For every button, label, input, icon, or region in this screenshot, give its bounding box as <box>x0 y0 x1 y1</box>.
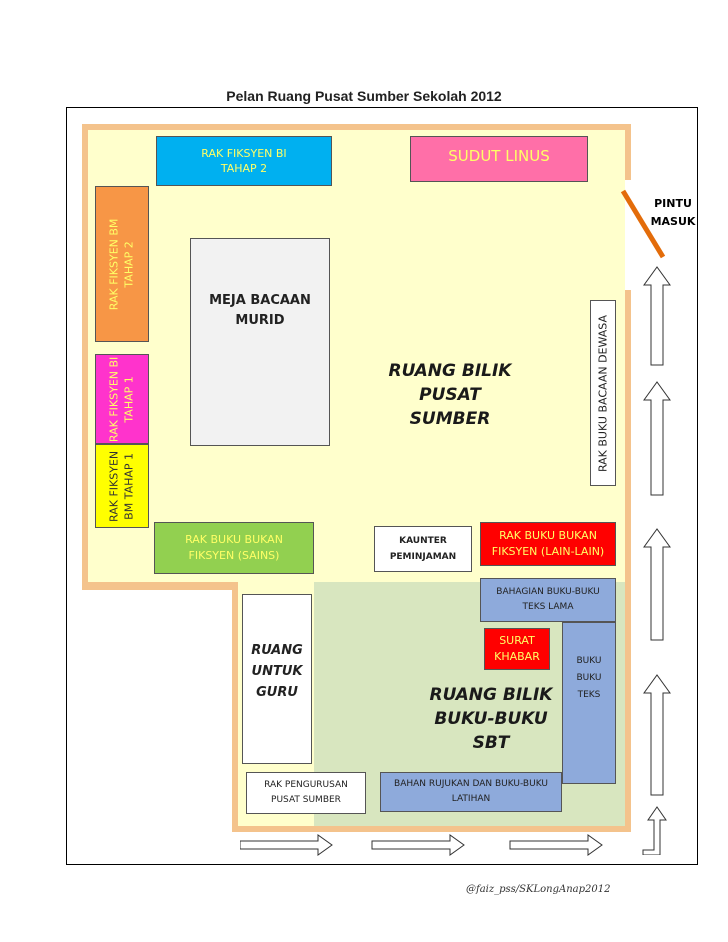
rak-fiksyen-bm-tahap1-label: RAK FIKSYEN BM TAHAP 1 <box>107 450 136 522</box>
rak-fiksyen-bm-tahap2-label: RAK FIKSYEN BM TAHAP 2 <box>107 218 136 310</box>
main-room-area <box>88 130 625 582</box>
rak-fiksyen-bi-tahap1-label: RAK FIKSYEN BI TAHAP 1 <box>107 356 136 442</box>
meja-bacaan-murid: MEJA BACAAN MURID <box>190 238 330 446</box>
bahagian-buku-lama-label: BAHAGIAN BUKU-BUKU TEKS LAMA <box>496 586 600 612</box>
right-arrow-icon <box>240 834 333 856</box>
rak-buku-lain-label: RAK BUKU BUKAN FIKSYEN (LAIN-LAIN) <box>491 528 605 559</box>
walkway-arrows-bottom <box>240 834 603 856</box>
corner-arrow-icon <box>642 806 667 855</box>
doorway-gap <box>625 180 633 290</box>
up-arrow-icon <box>643 528 671 641</box>
bahan-rujukan-buku-latihan: BAHAN RUJUKAN DAN BUKU-BUKU LATIHAN <box>380 772 562 812</box>
up-arrow-icon <box>643 381 671 496</box>
right-arrow-icon <box>371 834 465 856</box>
surat-khabar: SURAT KHABAR <box>484 628 550 670</box>
rak-fiksyen-bm-tahap2: RAK FIKSYEN BM TAHAP 2 <box>95 186 149 342</box>
bahagian-buku-teks-lama: BAHAGIAN BUKU-BUKU TEKS LAMA <box>480 578 616 622</box>
kaunter-label: KAUNTER PEMINJAMAN <box>389 535 457 562</box>
up-arrow-icon <box>643 266 671 366</box>
meja-bacaan-label: MEJA BACAAN MURID <box>209 293 311 328</box>
ruang-bilik-pusat-sumber-label: RUANG BILIK PUSAT SUMBER <box>388 361 512 429</box>
surat-khabar-label: SURAT KHABAR <box>494 633 540 664</box>
rak-pengurusan-label: RAK PENGURUSAN PUSAT SUMBER <box>264 779 348 805</box>
rak-buku-bukan-fiksyen-lain: RAK BUKU BUKAN FIKSYEN (LAIN-LAIN) <box>480 522 616 566</box>
rak-fiksyen-bi-tahap2: RAK FIKSYEN BI TAHAP 2 <box>156 136 332 186</box>
buku-buku-teks: BUKU BUKU TEKS <box>562 622 616 784</box>
up-arrow-icon <box>643 674 671 796</box>
right-arrow-icon <box>509 834 603 856</box>
rak-buku-bacaan-dewasa: RAK BUKU BACAAN DEWASA <box>590 300 616 486</box>
sudut-linus-label: SUDUT LINUS <box>448 147 550 165</box>
rak-buku-bukan-fiksyen-sains: RAK BUKU BUKAN FIKSYEN (SAINS) <box>154 522 314 574</box>
rak-fiksyen-bi-tahap1: RAK FIKSYEN BI TAHAP 1 <box>95 354 149 444</box>
bahan-rujukan-label: BAHAN RUJUKAN DAN BUKU-BUKU LATIHAN <box>394 778 548 804</box>
plan-border <box>66 107 698 865</box>
buku-teks-label: BUKU BUKU TEKS <box>576 656 602 701</box>
page-title: Pelan Ruang Pusat Sumber Sekolah 2012 <box>226 88 502 104</box>
ruang-untuk-guru: RUANG UNTUK GURU <box>242 594 312 764</box>
credit-text: @faiz_pss/SKLongAnap2012 <box>466 884 611 895</box>
rak-fiksyen-bm-tahap1: RAK FIKSYEN BM TAHAP 1 <box>95 444 149 528</box>
rak-fiksyen-bi-tahap2-label: RAK FIKSYEN BI TAHAP 2 <box>201 146 287 175</box>
pintu-masuk-label: PINTU MASUK <box>650 197 696 228</box>
rak-buku-dewasa-label: RAK BUKU BACAAN DEWASA <box>596 314 610 472</box>
rak-pengurusan-pusat-sumber: RAK PENGURUSAN PUSAT SUMBER <box>246 772 366 814</box>
sudut-linus: SUDUT LINUS <box>410 136 588 182</box>
rak-buku-sains-label: RAK BUKU BUKAN FIKSYEN (SAINS) <box>185 532 283 563</box>
walkway-arrows-right <box>642 266 671 855</box>
ruang-bilik-sbt-label: RUANG BILIK BUKU-BUKU SBT <box>429 685 553 753</box>
ruang-guru-label: RUANG UNTUK GURU <box>251 643 303 700</box>
door-icon <box>620 189 666 259</box>
kaunter-peminjaman: KAUNTER PEMINJAMAN <box>374 526 472 572</box>
